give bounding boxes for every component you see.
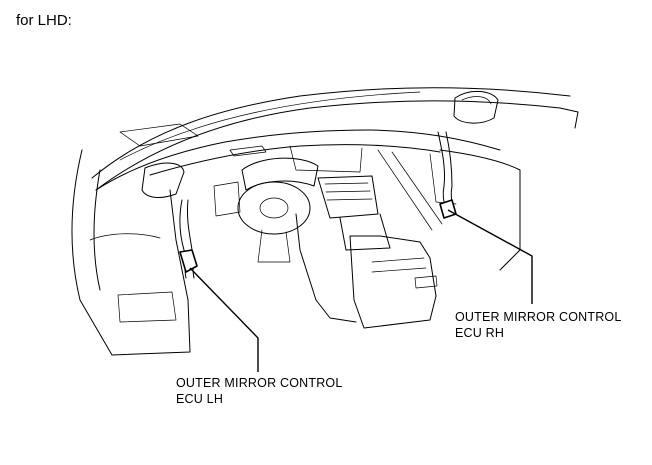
right-mirror xyxy=(453,91,499,124)
dashboard-outline xyxy=(95,123,501,191)
outer-mirror-control-ecu-lh-part xyxy=(179,249,198,273)
diagram-heading: for LHD: xyxy=(16,12,72,29)
right-wire-harness xyxy=(437,131,455,211)
outer-mirror-control-ecu-rh-part xyxy=(439,199,457,219)
right-dash-side xyxy=(377,149,521,271)
callout-lh-line2: ECU LH xyxy=(176,392,224,406)
left-door-and-mirror xyxy=(71,149,191,356)
callout-rh-line1: OUTER MIRROR CONTROL xyxy=(455,310,622,324)
leader-line-lh xyxy=(189,267,259,372)
center-stack-and-console xyxy=(295,175,438,329)
steering-and-cluster xyxy=(213,157,319,263)
callout-outer-mirror-control-ecu-rh: OUTER MIRROR CONTROL ECU RH xyxy=(455,309,622,341)
callout-outer-mirror-control-ecu-lh: OUTER MIRROR CONTROL ECU LH xyxy=(176,375,343,407)
callout-rh-line2: ECU RH xyxy=(455,326,505,340)
callout-lh-line1: OUTER MIRROR CONTROL xyxy=(176,376,343,390)
windshield-and-roof xyxy=(91,87,579,191)
leader-line-rh xyxy=(447,209,533,304)
